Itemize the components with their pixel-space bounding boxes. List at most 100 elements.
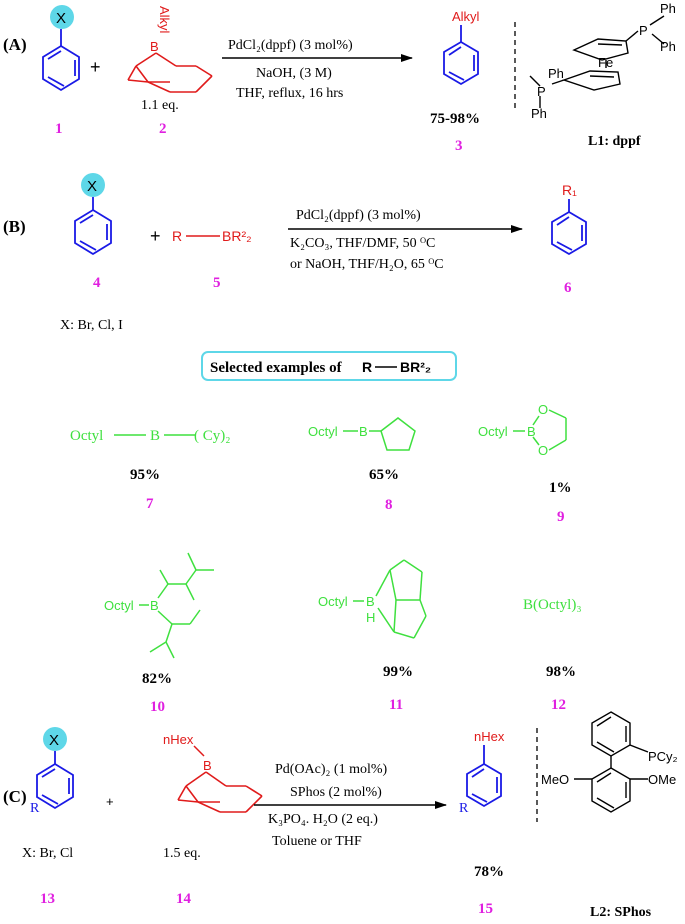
condition-ligand: SPhos (2 mol%) [290, 785, 382, 800]
panel-a-label: (A) [3, 35, 27, 54]
benzene-ring [36, 762, 74, 810]
aryl-halide-4: X [74, 173, 112, 256]
example-12: B(Octyl)₃ 98% 12 [523, 597, 582, 713]
yield-label: 1% [549, 480, 572, 496]
examples-title-r: R [362, 359, 372, 375]
boron-label: B [150, 598, 159, 613]
hexyl-9bbn-14: nHex B [163, 732, 263, 813]
examples-title: Selected examples of [210, 360, 343, 376]
compound-number-6: 6 [564, 280, 572, 296]
yield-label: 95% [130, 467, 160, 483]
methoxy-label: MeO [541, 772, 569, 787]
trioctylborane-label: B(Octyl)₃ [523, 597, 582, 613]
x-substituent: X [49, 732, 59, 749]
compound-number-12: 12 [551, 697, 566, 713]
phenyl-label: Ph [660, 39, 676, 54]
benzene-ring [551, 210, 587, 256]
octyl-label: Octyl [308, 424, 338, 439]
yield-label: 65% [369, 467, 399, 483]
yield-label: 78% [474, 864, 504, 880]
compound-number-13: 13 [40, 891, 55, 907]
oxygen-label: O [538, 402, 548, 417]
condition-catalyst: Pd(OAc)₂ (1 mol%) [275, 762, 388, 777]
octyl-label: Octyl [318, 594, 348, 609]
product-6: R₁ [551, 182, 587, 256]
boron-atom: B [150, 39, 159, 54]
iron-label: Fe [598, 55, 613, 70]
compound-number-15: 15 [478, 901, 493, 917]
panel-b-label: (B) [3, 217, 26, 236]
phenyl-label: Ph [660, 1, 676, 16]
x-highlight [81, 173, 105, 197]
compound-number-1: 1 [55, 121, 63, 137]
compound-number-5: 5 [213, 275, 221, 291]
yield-label: 98% [546, 664, 576, 680]
compound-number-9: 9 [557, 509, 565, 525]
product-alkyl-label: Alkyl [452, 9, 480, 24]
compound-number-14: 14 [176, 891, 192, 907]
benzene-ring [466, 762, 502, 808]
alkylarene-3: Alkyl [443, 9, 480, 86]
selected-examples: Selected examples of R BR²₂ Octyl B ( Cy… [70, 351, 582, 715]
condition-base: NaOH, (3 M) [256, 66, 332, 81]
compound-number-7: 7 [146, 496, 154, 512]
condition-base: K₃PO₄. H₂O (2 eq.) [268, 812, 378, 827]
example-9: Octyl B O O 1% 9 [478, 402, 572, 525]
equivalents-label: 1.5 eq. [163, 846, 201, 861]
plus-sign: + [90, 57, 101, 77]
r-substituent: R [459, 801, 469, 816]
aryl-halide-1: X [42, 5, 80, 92]
alkyl-9bbn-2: Alkyl B [127, 6, 213, 93]
cyclohexyl-label: ( Cy)₂ [194, 428, 230, 444]
x-highlight [43, 727, 67, 751]
nhex-label: nHex [163, 732, 194, 747]
compound-number-10: 10 [150, 699, 165, 715]
benzene-ring [443, 40, 479, 86]
octyl-label: Octyl [104, 598, 134, 613]
ligand-name: L1: dppf [588, 134, 641, 149]
condition-solvent: Toluene or THF [272, 834, 362, 849]
equivalents-label: 1.1 eq. [141, 98, 179, 113]
phenyl-label: Ph [531, 106, 547, 121]
x-note: X: Br, Cl [22, 846, 73, 861]
nhex-label: nHex [474, 729, 505, 744]
dppf-ligand: Ph P Ph Fe Ph P Ph L1: dppf [529, 1, 676, 149]
phosphorus-label: P [639, 23, 648, 38]
compound-number-11: 11 [389, 697, 403, 713]
r-group-label: R [172, 228, 182, 244]
r-substituent: R [30, 801, 40, 816]
benzene-ring [42, 44, 80, 92]
compound-number-3: 3 [455, 138, 463, 154]
condition-catalyst: PdCl₂(dppf) (3 mol%) [228, 38, 353, 53]
boron-group-label: BR²₂ [222, 228, 252, 244]
x-note: X: Br, Cl, I [60, 318, 123, 333]
examples-title-box [201, 351, 457, 381]
condition-base-2: or NaOH, THF/H₂O, 65 ᴼC [290, 257, 444, 272]
boron-atom: B [203, 758, 212, 773]
hydrogen-label: H [366, 610, 375, 625]
octyl-label: Octyl [70, 428, 103, 444]
ligand-name: L2: SPhos [590, 905, 652, 920]
example-7: Octyl B ( Cy)₂ 95% 7 [70, 428, 230, 512]
examples-title-b: BR²₂ [400, 359, 431, 375]
boron-label: B [359, 424, 368, 439]
cyclopentyl-ring [380, 417, 416, 451]
benzene-ring [74, 208, 112, 256]
yield-label: 75-98% [430, 111, 480, 127]
product-15: nHex R [459, 729, 505, 816]
x-substituent: X [56, 10, 66, 27]
panel-b: (B) X + R BR²₂ PdCl₂(dppf) (3 mol%) K₂CO… [3, 173, 587, 333]
yield-label: 99% [383, 664, 413, 680]
bicyclic-scaffold [177, 771, 263, 813]
panel-c: (C) X R + nHex B [3, 711, 678, 920]
aryl-halide-13: X R [30, 727, 74, 816]
condition-catalyst: PdCl₂(dppf) (3 mol%) [296, 208, 421, 223]
condition-solvent: THF, reflux, 16 hrs [236, 86, 343, 101]
organoborane-5: R BR²₂ [172, 228, 252, 244]
phosphorus-label: P [537, 84, 546, 99]
example-8: Octyl B 65% 8 [308, 417, 416, 513]
compound-number-4: 4 [93, 275, 101, 291]
phenyl-label: Ph [548, 66, 564, 81]
plus-sign: + [106, 794, 114, 809]
